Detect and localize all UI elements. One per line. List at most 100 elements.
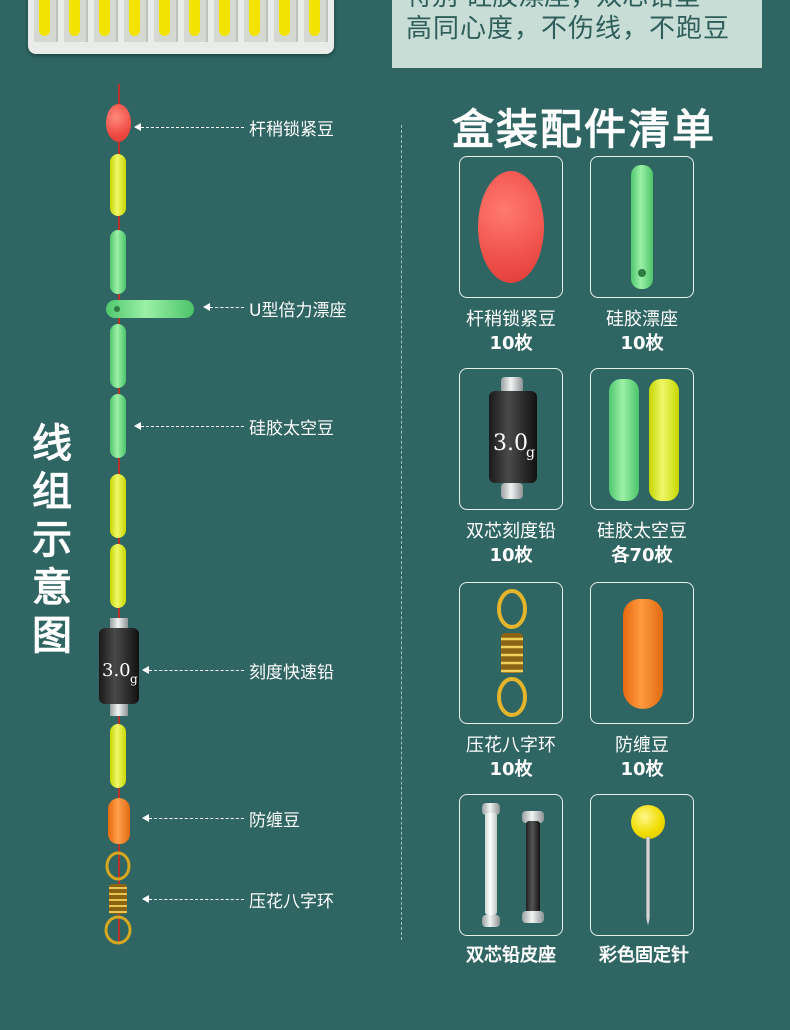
pin-needle-icon <box>646 837 650 925</box>
box-cell <box>184 0 208 42</box>
anti-tangle-bean-icon <box>108 798 130 844</box>
item-qty: 10枚 <box>489 545 533 566</box>
yellow-bean-icon <box>110 724 126 788</box>
u-float-seat-icon <box>106 300 194 318</box>
item-name: 压花八字环 <box>466 735 556 756</box>
item-name: 防缠豆 <box>615 735 669 756</box>
item-qty: 10枚 <box>489 333 533 354</box>
item-name: 硅胶漂座 <box>606 309 678 330</box>
item-name: 硅胶太空豆 <box>597 521 687 542</box>
seat-cap-icon <box>522 811 544 823</box>
product-box-image <box>28 0 334 54</box>
pointer-arrow-icon <box>142 814 149 822</box>
box-cell <box>244 0 268 42</box>
lock-bean-icon <box>478 171 544 283</box>
title-char: 图 <box>32 613 72 659</box>
title-char: 组 <box>32 469 72 515</box>
accessory-list-title: 盒装配件清单 <box>452 105 717 154</box>
item-card-scale-sinker: 3.0 g <box>459 368 563 510</box>
item-name: 双芯铅皮座 <box>466 945 556 966</box>
label-swivel: 压花八字环 <box>249 892 334 912</box>
sinker-unit: g <box>526 445 535 461</box>
item-caption: 彩色固定针 <box>574 944 714 968</box>
seat-cap-icon <box>522 911 544 923</box>
swivel-icon <box>497 589 527 717</box>
item-card-fixing-pin <box>590 794 694 936</box>
pin-head-icon <box>631 805 665 839</box>
yellow-bean-icon <box>110 474 126 538</box>
pointer-line <box>149 899 244 900</box>
pointer-line <box>210 307 244 308</box>
item-qty: 10枚 <box>489 759 533 780</box>
item-caption: 双芯铅皮座 <box>441 944 581 968</box>
box-cell <box>34 0 58 42</box>
box-cell <box>64 0 88 42</box>
section-divider <box>401 125 402 940</box>
black-tube-icon <box>526 821 540 913</box>
float-seat-icon <box>631 165 653 289</box>
box-cell <box>94 0 118 42</box>
label-lock-bean: 杆稍锁紧豆 <box>249 120 334 140</box>
line-diagram-title: 线 组 示 意 图 <box>28 420 76 660</box>
seat-cap-icon <box>482 803 500 815</box>
yellow-bean-icon <box>649 379 679 501</box>
green-bean-icon <box>110 324 126 388</box>
item-caption: 硅胶漂座 10枚 <box>572 308 712 356</box>
label-quick-sinker: 刻度快速铅 <box>249 663 334 683</box>
item-card-sinker-seat <box>459 794 563 936</box>
lock-bean-icon <box>106 104 131 142</box>
swivel-icon <box>104 851 132 945</box>
scale-sinker-icon <box>99 628 139 704</box>
green-bean-icon <box>609 379 639 501</box>
item-caption: 防缠豆 10枚 <box>572 734 712 782</box>
pointer-line <box>141 127 244 128</box>
title-char: 示 <box>32 517 72 563</box>
title-char: 意 <box>32 565 72 611</box>
item-card-lock-bean <box>459 156 563 298</box>
item-name: 双芯刻度铅 <box>466 521 556 542</box>
item-caption: 双芯刻度铅 10枚 <box>441 520 581 568</box>
item-name: 杆稍锁紧豆 <box>466 309 556 330</box>
item-card-float-seat <box>590 156 694 298</box>
float-seat-hole-icon <box>638 269 646 277</box>
title-char: 线 <box>32 421 72 467</box>
pointer-line <box>149 818 244 819</box>
item-qty: 10枚 <box>620 333 664 354</box>
scale-sinker-icon <box>489 391 537 483</box>
item-caption: 硅胶太空豆 各70枚 <box>572 520 712 568</box>
sinker-unit: g <box>130 672 138 686</box>
box-cell <box>304 0 328 42</box>
label-anti-tangle: 防缠豆 <box>249 811 300 831</box>
pointer-arrow-icon <box>142 666 149 674</box>
sinker-cap-icon <box>110 704 128 716</box>
green-bean-icon <box>110 230 126 294</box>
box-cell <box>154 0 178 42</box>
feature-text-line2: 高同心度，不伤线，不跑豆 <box>406 14 731 44</box>
sinker-mark: 3.0 <box>102 660 131 681</box>
anti-tangle-bean-icon <box>623 599 663 709</box>
pointer-arrow-icon <box>134 123 141 131</box>
sinker-cap-icon <box>501 377 523 393</box>
float-seat-hole-icon <box>114 306 120 312</box>
pointer-arrow-icon <box>142 895 149 903</box>
feature-text-line1: 特别 硅胶漂座，双芯铅坠 <box>406 0 700 13</box>
item-card-silicone-bean <box>590 368 694 510</box>
green-bean-icon <box>110 394 126 458</box>
item-caption: 杆稍锁紧豆 10枚 <box>441 308 581 356</box>
item-name: 彩色固定针 <box>599 945 689 966</box>
label-silicone-bean: 硅胶太空豆 <box>249 419 334 439</box>
item-card-anti-tangle <box>590 582 694 724</box>
yellow-bean-icon <box>110 154 126 216</box>
sinker-cap-icon <box>501 483 523 499</box>
sinker-cap-icon <box>110 618 128 630</box>
pointer-line <box>141 426 244 427</box>
box-cell <box>214 0 238 42</box>
box-cell <box>274 0 298 42</box>
yellow-bean-icon <box>110 544 126 608</box>
clear-tube-icon <box>485 813 497 915</box>
label-u-float-seat: U型倍力漂座 <box>249 301 347 321</box>
pointer-line <box>149 670 244 671</box>
seat-cap-icon <box>482 915 500 927</box>
box-cell <box>124 0 148 42</box>
item-caption: 压花八字环 10枚 <box>441 734 581 782</box>
